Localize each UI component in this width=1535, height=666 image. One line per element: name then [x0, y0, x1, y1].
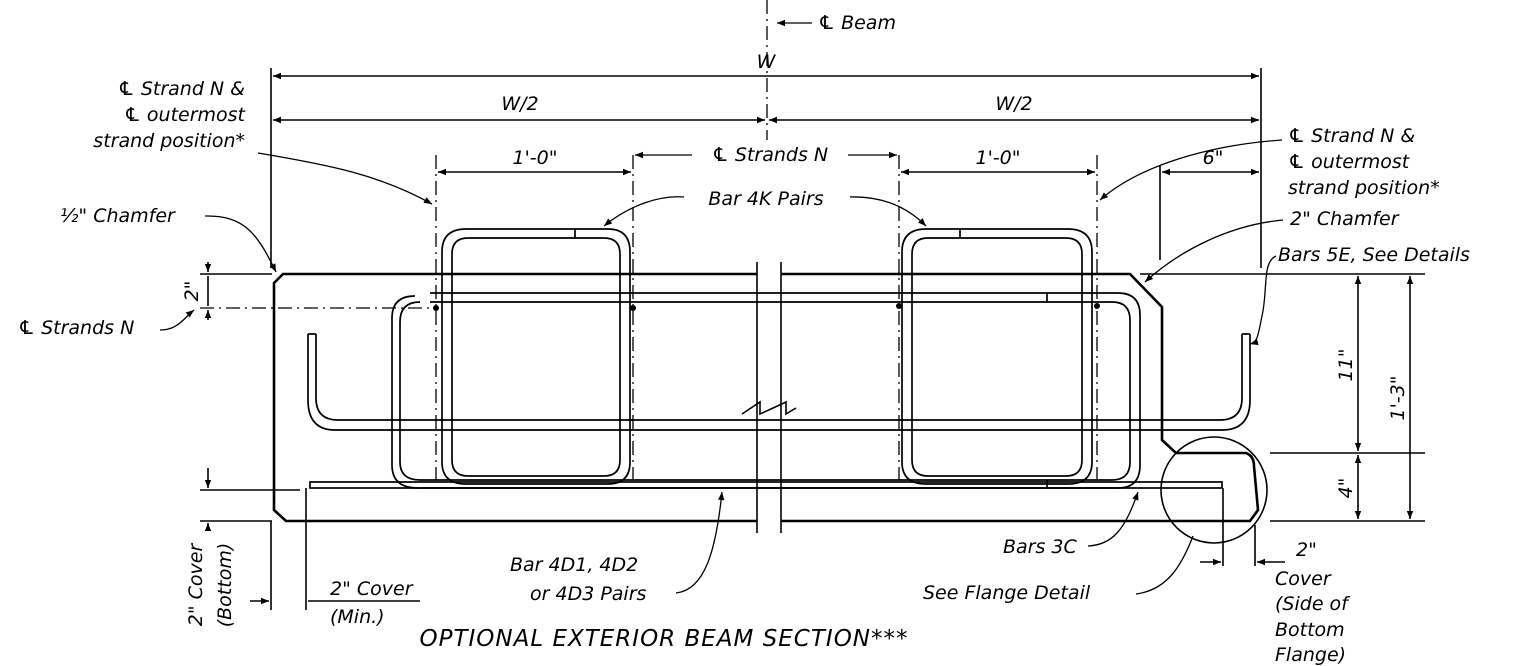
cover-side-label-0: 2"	[1296, 539, 1317, 561]
bar-3c	[309, 481, 1223, 489]
right-strand-leader	[1099, 139, 1283, 201]
bar-4k-right	[901, 228, 1093, 485]
one-foot-right-label: 1'-0"	[976, 147, 1021, 169]
left-strand-note-3: strand position*	[93, 130, 245, 152]
flange-detail-circle	[1160, 436, 1268, 544]
bar-4d-label-2: or 4D3 Pairs	[530, 583, 647, 605]
cover-min-label-2: (Min.)	[330, 606, 385, 628]
right-strand-note-3: strand position*	[1288, 177, 1440, 199]
cover-bottom-label-1: 2" Cover	[185, 543, 207, 627]
flange-detail-label: See Flange Detail	[923, 582, 1091, 604]
beam-outline-left	[272, 272, 757, 523]
two-in-top-label: 2"	[181, 281, 203, 302]
right-strand-note-1: ℄ Strand N &	[1288, 125, 1415, 147]
bar-4k-label: Bar 4K Pairs	[708, 188, 823, 210]
beam-outline-right	[781, 272, 1260, 523]
cl-strands-n-top-label: ℄ Strands N	[712, 144, 828, 166]
one-three-label: 1'-3"	[1387, 376, 1409, 421]
left-strand-note-1: ℄ Strand N &	[118, 78, 245, 100]
cover-side-label-4: Flange)	[1275, 644, 1346, 666]
bar-4k-left	[441, 228, 631, 485]
w-half-right-label: W/2	[995, 93, 1032, 115]
one-foot-left-label: 1'-0"	[513, 147, 558, 169]
bars-3c-label: Bars 3C	[1003, 536, 1078, 558]
half-chamfer-label: ½" Chamfer	[60, 205, 176, 227]
w-label: W	[757, 51, 777, 73]
cover-side-label-1: Cover	[1275, 568, 1332, 590]
left-strand-note-2: ℄ outermost	[124, 104, 247, 126]
left-strand-leader	[257, 152, 433, 205]
right-strand-note-2: ℄ outermost	[1288, 151, 1411, 173]
cl-strands-n-left-label: ℄ Strands N	[18, 317, 134, 339]
cover-side-label-3: Bottom	[1275, 619, 1345, 641]
bars-5e-label: Bars 5E, See Details	[1278, 244, 1470, 266]
section-title: OPTIONAL EXTERIOR BEAM SECTION***	[419, 626, 908, 652]
bar-4d-label-1: Bar 4D1, 4D2	[510, 554, 638, 576]
cover-min-label-1: 2" Cover	[330, 578, 414, 600]
bar-4d	[391, 292, 1141, 489]
two-chamfer-label: 2" Chamfer	[1290, 208, 1400, 230]
cover-side-label-2: (Side of	[1275, 593, 1351, 615]
w-half-left-label: W/2	[501, 93, 538, 115]
four-in-label: 4"	[1335, 478, 1357, 499]
bar-5e	[307, 334, 1251, 431]
six-in-label: 6"	[1203, 147, 1224, 169]
cover-bottom-label-2: (Bottom)	[214, 543, 236, 628]
cl-beam-label: ℄ Beam	[818, 12, 896, 34]
eleven-in-label: 11"	[1335, 349, 1357, 382]
